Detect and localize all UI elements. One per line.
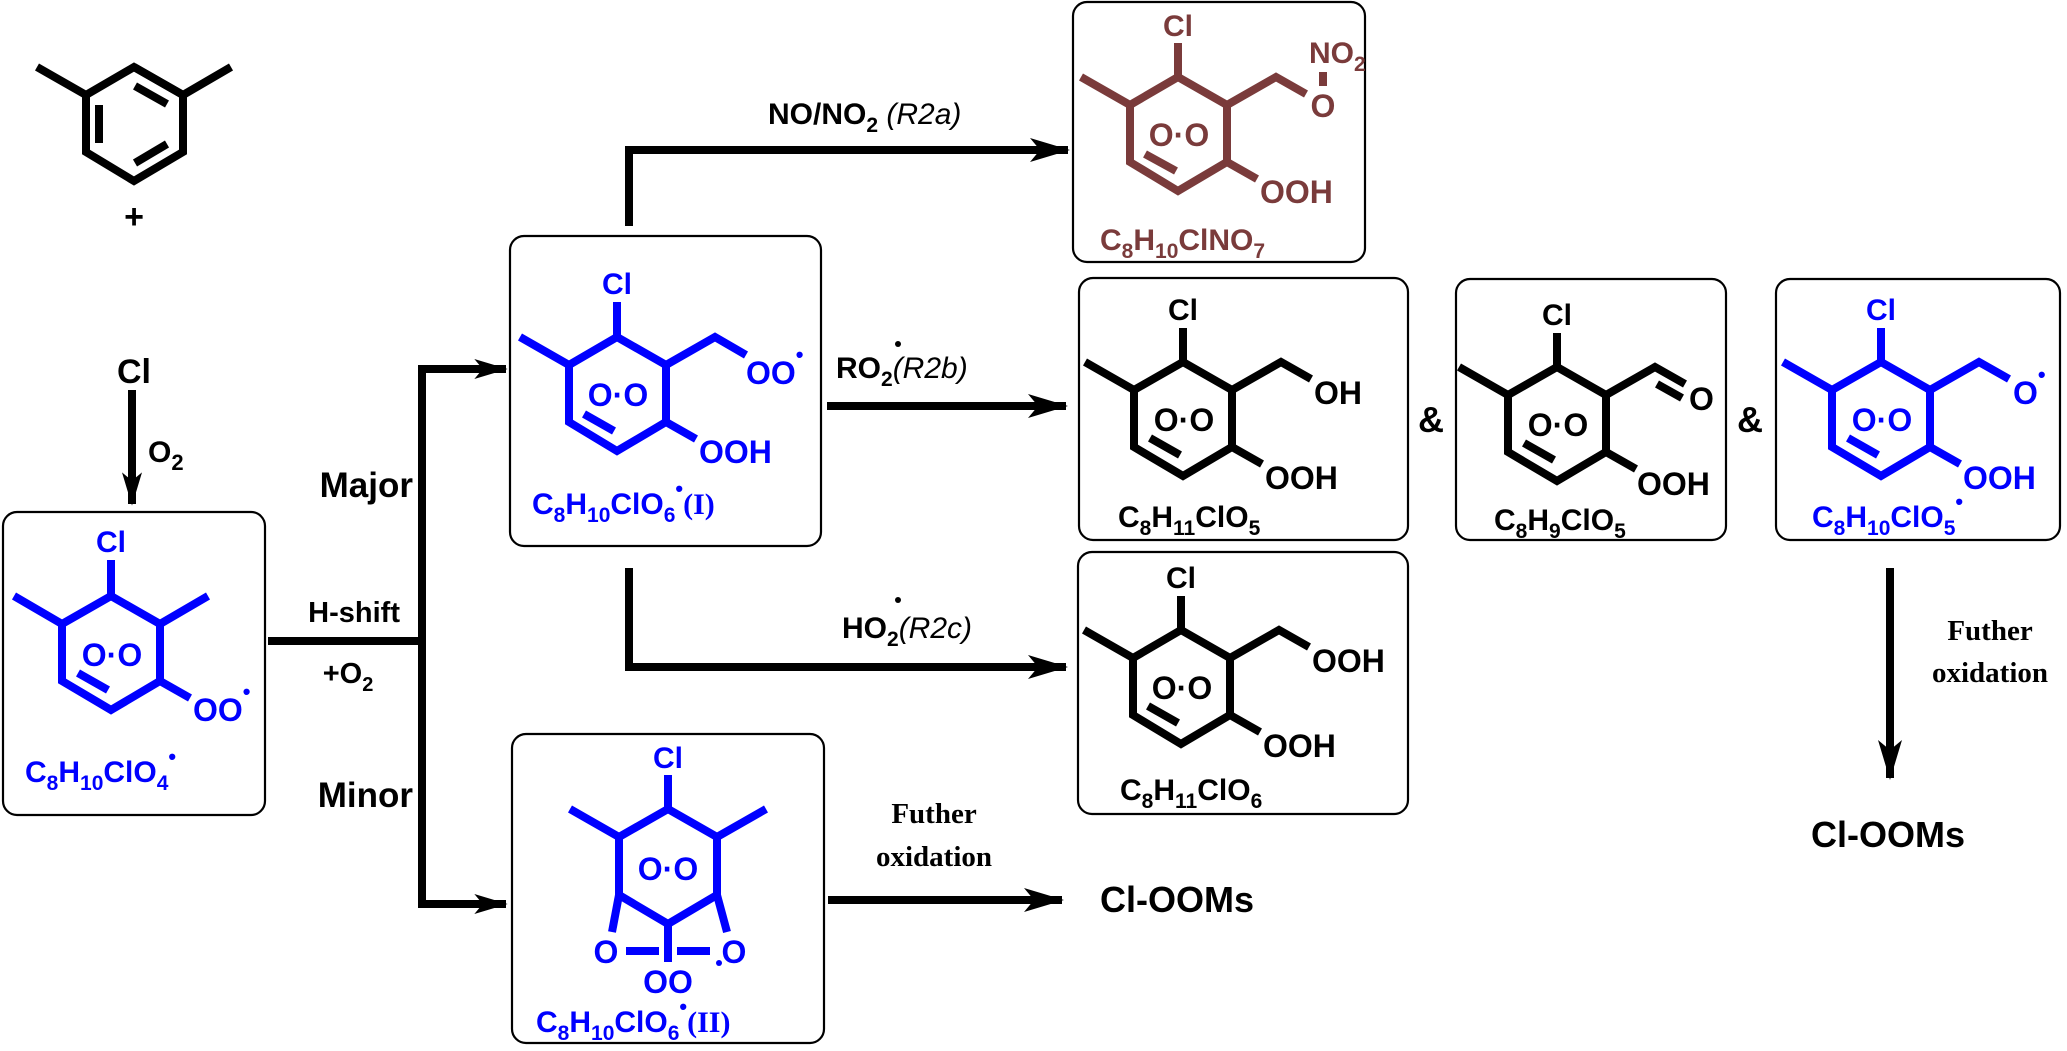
plus-sign: + (124, 198, 144, 236)
svg-text:OOH: OOH (1637, 466, 1710, 502)
svg-text:Cl: Cl (1866, 294, 1896, 327)
outcome-cl-ooms-2: Cl-OOMs (1811, 814, 1965, 855)
formula-alcohol: C8H11ClO5 (1118, 501, 1261, 540)
svg-text:OOH: OOH (1312, 643, 1385, 679)
outcome-cl-ooms-1: Cl-OOMs (1100, 879, 1254, 920)
svg-text:Cl: Cl (1166, 562, 1196, 595)
svg-text:OH: OH (1314, 375, 1362, 411)
label-r2a: NO/NO2 (R2a) (768, 98, 961, 137)
svg-text:O: O (1689, 381, 1714, 417)
svg-text:OO: OO (643, 964, 693, 1000)
svg-text:O·O: O·O (82, 637, 142, 673)
label-plus-o2: +O2 (323, 658, 374, 696)
species-box-nitrate[interactable]: Cl O·O NO2 O OOH C8H10ClNO7 (1071, 0, 1367, 264)
svg-text:OOH: OOH (1260, 174, 1333, 210)
svg-text:O·O: O·O (1152, 670, 1212, 706)
svg-text:OOH: OOH (1963, 460, 2036, 496)
cl-atom-reactant: Cl (117, 353, 151, 391)
svg-text:Cl: Cl (1542, 299, 1572, 332)
formula-carbonyl: C8H9ClO5 (1494, 504, 1626, 543)
svg-text:O: O (594, 934, 619, 970)
label-r2b: RO2(R2b) (836, 352, 968, 391)
ampersand-1: & (1418, 399, 1444, 440)
label-r2c: HO2(R2c) (842, 612, 972, 651)
svg-text:OOH: OOH (1263, 728, 1336, 764)
formula-ro2-I: C8H10ClO6•(I) (532, 476, 715, 527)
svg-text:OOH: OOH (699, 434, 772, 470)
label-further-oxidation-II-1: Futher (891, 798, 977, 830)
m-xylene-structure (35, 62, 234, 186)
label-minor: Minor (318, 776, 414, 815)
svg-text:O·O: O·O (1528, 407, 1588, 443)
species-box-carbonyl[interactable]: Cl O·O O OOH C8H9ClO5 (1454, 277, 1728, 543)
species-box-hydroperoxide[interactable]: Cl O·O OOH OOH C8H11ClO6 (1076, 550, 1410, 816)
species-box-ro2-initial[interactable]: Cl O·O OO• C8H10ClO4• (1, 510, 267, 817)
species-box-ro2-II[interactable]: Cl O·O O O OO C8H10ClO6•(II) (510, 732, 826, 1045)
label-further-oxidation-II-2: oxidation (876, 841, 992, 873)
formula-nitrate: C8H10ClNO7 (1100, 224, 1265, 263)
svg-text:O: O (722, 934, 747, 970)
svg-text:O: O (1311, 88, 1336, 124)
formula-ro2-initial: C8H10ClO4• (25, 744, 176, 795)
o2-reagent: O2 (148, 436, 184, 475)
svg-text:Cl: Cl (602, 268, 632, 301)
svg-text:O·O: O·O (638, 851, 698, 887)
arrow-r2a (625, 138, 1070, 226)
label-major: Major (320, 466, 414, 505)
svg-text:Cl: Cl (653, 742, 683, 775)
formula-ro2-II: C8H10ClO6•(II) (536, 994, 730, 1045)
label-hshift: H-shift (308, 597, 400, 629)
formula-alkoxy: C8H10ClO5• (1812, 489, 1963, 540)
svg-text:O·O: O·O (1154, 402, 1214, 438)
svg-text:OO•: OO• (746, 342, 803, 391)
svg-text:O·O: O·O (588, 377, 648, 413)
svg-text:O•: O• (2013, 362, 2046, 411)
svg-text:O·O: O·O (1852, 402, 1912, 438)
species-box-alkoxy[interactable]: Cl O·O O• OOH C8H10ClO5• (1774, 277, 2062, 542)
species-box-ro2-I[interactable]: Cl O·O OO• OOH C8H10ClO6•(I) (508, 234, 823, 548)
svg-text:O·O: O·O (1149, 117, 1209, 153)
svg-text:OO•: OO• (193, 679, 250, 728)
label-further-oxidation-alkoxy-1: Futher (1947, 615, 2033, 647)
species-box-alcohol[interactable]: Cl O·O OH OOH C8H11ClO5 (1077, 276, 1410, 542)
svg-text:OOH: OOH (1265, 460, 1338, 496)
svg-text:Cl: Cl (96, 526, 126, 559)
label-further-oxidation-alkoxy-2: oxidation (1932, 657, 2048, 689)
svg-text:Cl: Cl (1163, 10, 1193, 43)
arrow-r2c (625, 568, 1068, 679)
svg-text:Cl: Cl (1168, 294, 1198, 327)
ampersand-2: & (1737, 399, 1763, 440)
svg-text:NO2: NO2 (1309, 37, 1366, 76)
formula-hydroperoxide: C8H11ClO6 (1120, 774, 1262, 813)
